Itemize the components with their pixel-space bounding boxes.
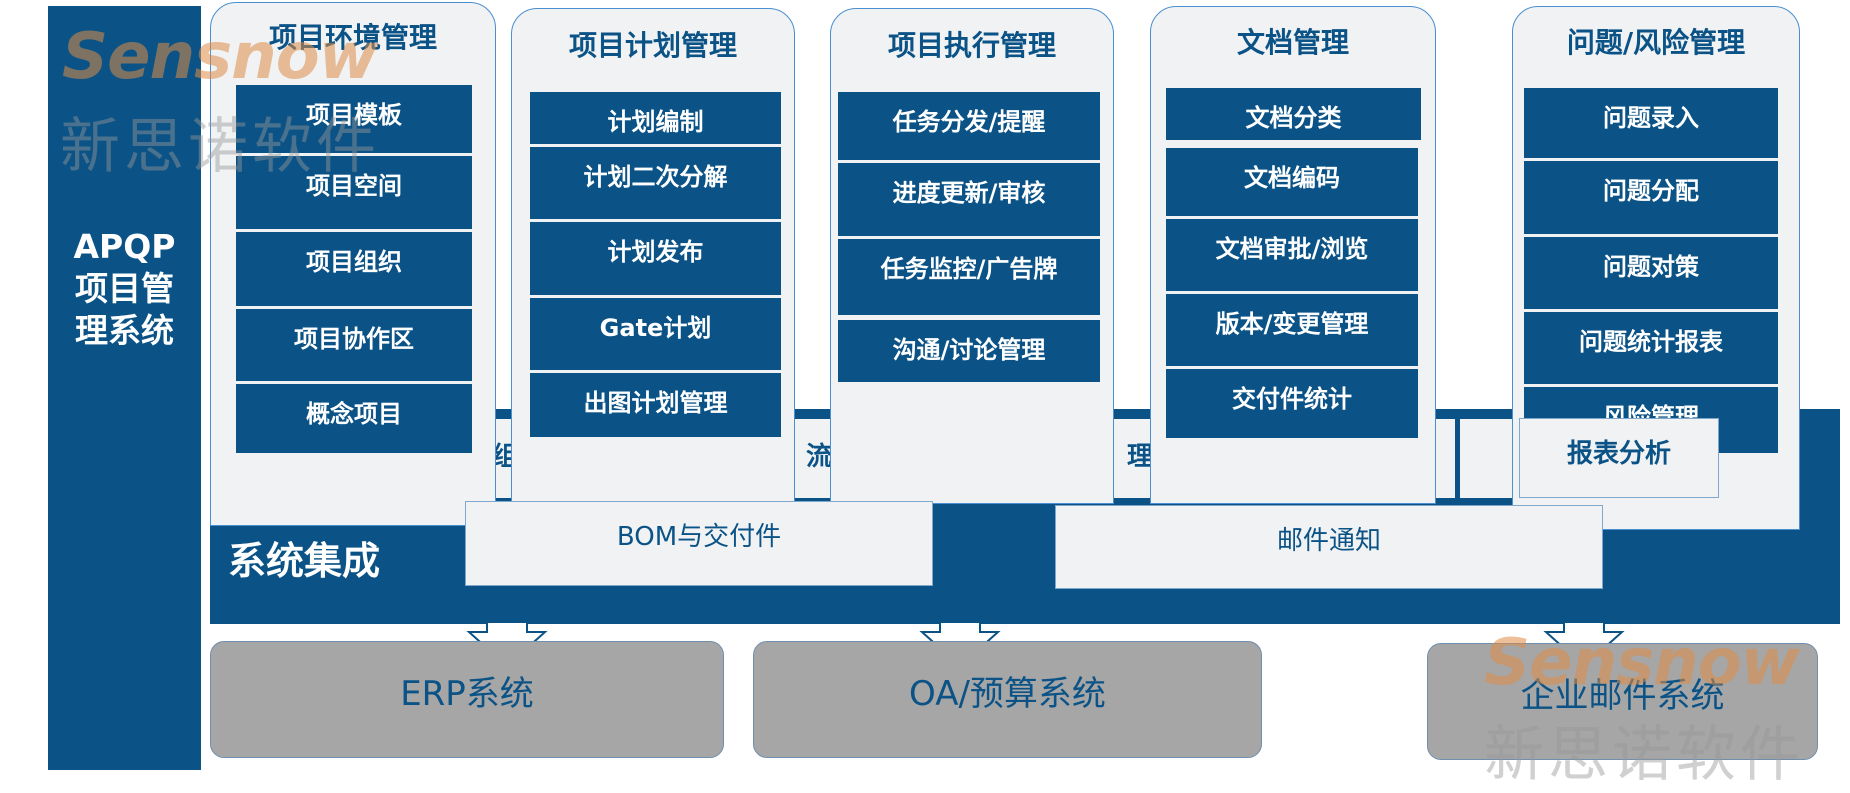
item-task-dispatch[interactable]: 任务分发/提醒 bbox=[838, 92, 1100, 160]
item-project-space[interactable]: 项目空间 bbox=[236, 156, 472, 229]
column-title-project-environment: 项目环境管理 bbox=[268, 21, 437, 54]
item-communication[interactable]: 沟通/讨论管理 bbox=[838, 320, 1100, 382]
system-integration-label: 系统集成 bbox=[228, 539, 381, 583]
column-title-project-execution: 项目执行管理 bbox=[887, 29, 1056, 62]
item-plan-compile[interactable]: 计划编制 bbox=[530, 92, 781, 144]
item-deliverable-stats[interactable]: 交付件统计 bbox=[1166, 369, 1418, 438]
item-issue-countermeasure[interactable]: 问题对策 bbox=[1524, 237, 1778, 309]
item-doc-approval[interactable]: 文档审批/浏览 bbox=[1166, 219, 1418, 291]
item-drawing-plan[interactable]: 出图计划管理 bbox=[530, 373, 781, 437]
item-gate-plan[interactable]: Gate计划 bbox=[530, 298, 781, 370]
column-title-document: 文档管理 bbox=[1236, 26, 1349, 59]
system-title: APQP 项目管 理系统 bbox=[48, 226, 201, 352]
item-project-collaboration[interactable]: 项目协作区 bbox=[236, 309, 472, 381]
column-title-project-plan: 项目计划管理 bbox=[568, 29, 737, 62]
mail-notification-box[interactable]: 邮件通知 bbox=[1055, 505, 1603, 589]
watermark-brand-bottom: Sensnow bbox=[1484, 626, 1800, 700]
item-version-change[interactable]: 版本/变更管理 bbox=[1166, 294, 1418, 366]
item-project-organization[interactable]: 项目组织 bbox=[236, 232, 472, 306]
item-plan-decompose[interactable]: 计划二次分解 bbox=[530, 147, 781, 219]
item-issue-assign[interactable]: 问题分配 bbox=[1524, 161, 1778, 234]
erp-system-box[interactable]: ERP系统 bbox=[210, 641, 724, 758]
left-bar bbox=[48, 6, 201, 770]
column-title-issue-risk: 问题/风险管理 bbox=[1566, 26, 1746, 59]
enterprise-mail-system-box[interactable]: 企业邮件系统 bbox=[1427, 643, 1818, 760]
item-issue-report[interactable]: 问题统计报表 bbox=[1524, 312, 1778, 384]
item-issue-entry[interactable]: 问题录入 bbox=[1524, 88, 1778, 158]
item-progress-update[interactable]: 进度更新/审核 bbox=[838, 163, 1100, 236]
item-doc-code[interactable]: 文档编码 bbox=[1166, 148, 1418, 216]
watermark-cn-top: 新思诺软件 bbox=[60, 112, 380, 182]
item-doc-classify[interactable]: 文档分类 bbox=[1166, 88, 1421, 140]
system-title-line3: 理系统 bbox=[75, 311, 174, 350]
watermark-cn-bottom: 新思诺软件 bbox=[1484, 720, 1804, 790]
item-task-monitor[interactable]: 任务监控/广告牌 bbox=[838, 239, 1100, 315]
oa-budget-system-box[interactable]: OA/预算系统 bbox=[753, 641, 1262, 758]
watermark-brand-top: Sensnow bbox=[62, 20, 378, 94]
system-title-line2: 项目管 bbox=[75, 269, 174, 308]
system-title-line1: APQP bbox=[73, 227, 176, 266]
item-project-template[interactable]: 项目模板 bbox=[236, 85, 472, 153]
item-concept-project[interactable]: 概念项目 bbox=[236, 384, 472, 453]
item-plan-release[interactable]: 计划发布 bbox=[530, 222, 781, 295]
workflow-strip-end bbox=[1460, 419, 1520, 498]
strip-fragment-3: 理 bbox=[1127, 442, 1154, 472]
bom-deliverable-box[interactable]: BOM与交付件 bbox=[465, 501, 933, 586]
strip-fragment-2: 流 bbox=[806, 442, 833, 472]
report-analysis-box[interactable]: 报表分析 bbox=[1519, 418, 1719, 498]
